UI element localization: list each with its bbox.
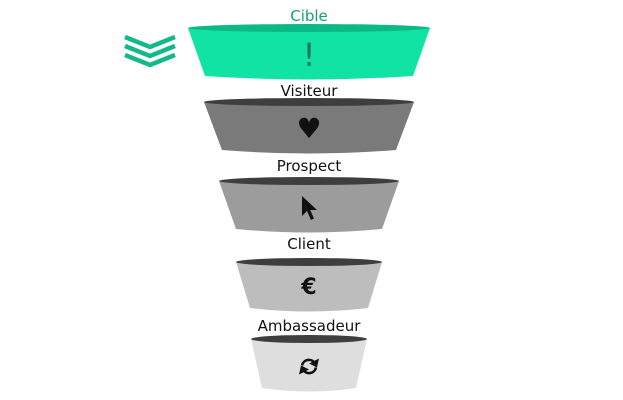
funnel-stage-4 — [251, 335, 367, 392]
funnel-stage-body — [188, 28, 430, 80]
heart-icon: ♥ — [296, 112, 322, 145]
refresh-cycle-icon — [299, 358, 319, 375]
funnel-stage-label: Ambassadeur — [257, 317, 361, 335]
funnel-stage-label: Visiteur — [280, 82, 338, 100]
funnel-stage-rim — [188, 24, 430, 32]
funnel-stage-rim — [251, 335, 367, 343]
funnel-stage-label: Client — [287, 235, 331, 253]
funnel-stage-3 — [236, 258, 382, 312]
funnel-stage-label: Cible — [290, 7, 328, 25]
funnel-stage-1 — [204, 98, 414, 154]
funnel-stage-label: Prospect — [276, 157, 342, 175]
funnel-stage-body — [236, 262, 382, 312]
funnel-stage-body — [204, 102, 414, 154]
funnel-stage-0 — [188, 24, 430, 80]
funnel-stage-rim — [204, 98, 414, 106]
funnel-stage-body — [251, 339, 367, 392]
funnel-stage-rim — [219, 177, 399, 185]
euro-icon: € — [301, 275, 317, 300]
funnel-stage-2 — [219, 177, 399, 233]
chevrons-down-icon — [124, 34, 176, 68]
exclamation-icon: ! — [302, 36, 316, 74]
funnel-stage-rim — [236, 258, 382, 266]
cursor-arrow-icon — [302, 196, 317, 220]
